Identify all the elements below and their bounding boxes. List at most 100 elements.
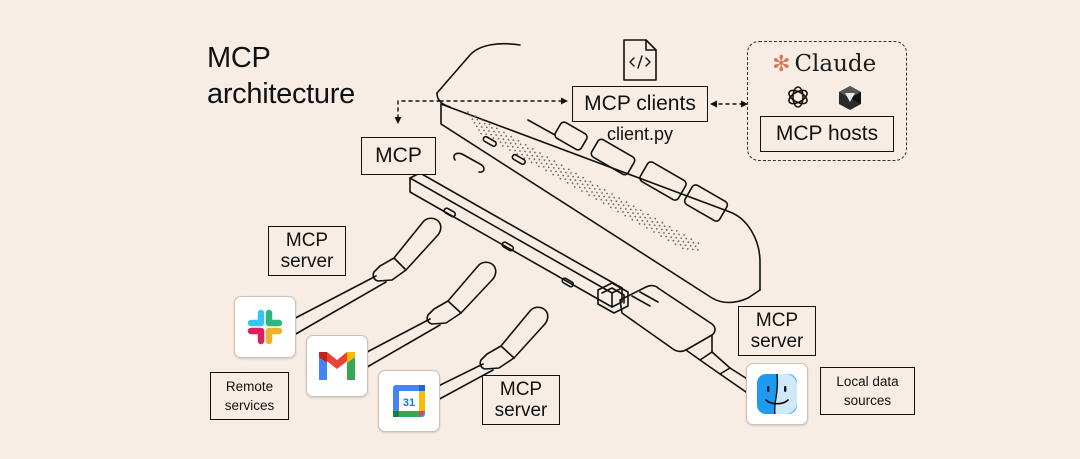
speaker-dot [566, 181, 569, 184]
speaker-dot [569, 178, 572, 181]
usb-a-cable [619, 284, 753, 393]
speaker-dot [505, 135, 508, 138]
speaker-dot [528, 157, 531, 160]
speaker-dot [588, 187, 591, 190]
speaker-dot [478, 122, 481, 125]
speaker-dot [629, 215, 632, 218]
speaker-dot [598, 195, 601, 198]
speaker-dot [560, 171, 562, 173]
speaker-dot [615, 200, 618, 203]
speaker-dot [692, 241, 695, 244]
speaker-dot [684, 244, 687, 247]
speaker-dot [485, 133, 488, 136]
speaker-dot [647, 213, 649, 216]
speaker-dot [644, 216, 647, 219]
speaker-dot [570, 172, 572, 174]
hub-plug [453, 152, 485, 173]
speaker-dot [665, 229, 668, 231]
speaker-dot [613, 196, 616, 199]
speaker-dot [483, 122, 486, 125]
calendar-day: 31 [403, 397, 415, 409]
speaker-dot [677, 240, 680, 243]
speaker-dot [593, 188, 596, 190]
speaker-dot [609, 206, 612, 209]
speaker-dot [632, 212, 634, 214]
speaker-dot [610, 199, 613, 202]
finder-logo [757, 373, 797, 415]
speaker-dot [478, 129, 480, 131]
speaker-dot [492, 137, 495, 140]
speaker-dot [656, 221, 659, 224]
speaker-dot [658, 224, 661, 227]
speaker-dot [670, 229, 673, 232]
speaker-dot [632, 205, 635, 208]
speaker-dot [637, 212, 639, 215]
speaker-dot [511, 146, 514, 148]
speaker-dot [689, 244, 692, 247]
speaker-dot [686, 248, 689, 250]
speaker-dot [555, 163, 558, 166]
speaker-dot [660, 235, 663, 238]
title-line-1: MCP [207, 42, 271, 74]
speaker-dot [625, 201, 628, 204]
speaker-dot [495, 134, 498, 137]
speaker-dot [562, 174, 565, 177]
cursor-logo-icon [839, 86, 861, 110]
usb-c-cable-2 [347, 261, 497, 371]
speaker-dot [579, 179, 582, 182]
speaker-dot [509, 142, 512, 145]
speaker-dot [588, 194, 591, 197]
speaker-dot [552, 173, 555, 176]
speaker-dot [502, 138, 505, 141]
speaker-dot [576, 182, 579, 185]
speaker-dot [498, 131, 500, 133]
speaker-dot [543, 159, 546, 162]
speaker-dot [619, 207, 622, 210]
speaker-dot [629, 208, 632, 211]
speaker-dot [665, 235, 668, 238]
speaker-dot [529, 151, 531, 153]
speaker-dot [617, 203, 620, 206]
speaker-dot [539, 152, 541, 154]
speaker-dot [653, 224, 656, 227]
speaker-dot [673, 233, 675, 235]
speaker-dot [490, 127, 493, 129]
speaker-dot [697, 242, 700, 245]
speaker-dot [584, 180, 587, 183]
speaker-dot [634, 215, 637, 218]
speaker-dot [503, 131, 505, 134]
gmail-icon [306, 335, 368, 397]
speaker-dot [682, 240, 685, 243]
speaker-dot [573, 186, 576, 188]
speaker-dot [541, 155, 544, 158]
speaker-dot [601, 192, 603, 194]
speaker-dot [674, 243, 677, 246]
speaker-dot [631, 218, 634, 221]
speaker-dot [514, 149, 516, 152]
mcp-hosts-label: MCP hosts [760, 116, 894, 152]
speaker-dot [575, 172, 577, 175]
server-left-line1: MCP [285, 230, 329, 251]
diagram-title: MCP architecture [207, 40, 355, 112]
speaker-dot [504, 141, 507, 144]
speaker-dot [562, 168, 565, 170]
speaker-dot [521, 153, 524, 156]
speaker-dot [634, 209, 637, 211]
speaker-dot [497, 137, 500, 140]
speaker-dot [514, 142, 517, 145]
speaker-dot [675, 236, 678, 239]
speaker-dot [591, 184, 594, 187]
speaker-dot [678, 233, 680, 236]
speaker-dot [583, 187, 586, 189]
speaker-dot [639, 216, 642, 219]
speaker-dot [538, 158, 541, 161]
speaker-dot [571, 182, 574, 185]
speaker-dot [572, 175, 575, 178]
speaker-dot [488, 123, 491, 126]
google-calendar-icon: 31 [378, 370, 440, 432]
speaker-dot [624, 214, 627, 217]
speaker-dot [672, 239, 675, 242]
speaker-dot [476, 118, 479, 121]
speaker-dot [667, 239, 670, 242]
